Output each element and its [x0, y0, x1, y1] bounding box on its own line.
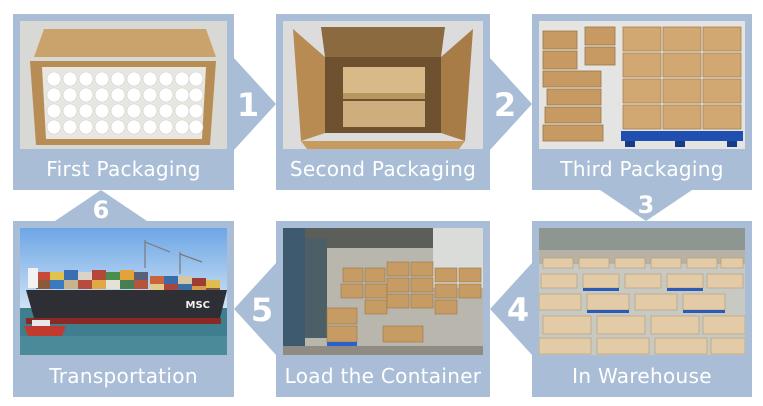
arrow-step-4: 4 [490, 263, 532, 355]
arrow-step-6: 6 [55, 190, 147, 221]
step-label: Transportation [49, 364, 198, 388]
step-label: In Warehouse [572, 364, 712, 388]
third-packaging-photo [539, 21, 745, 149]
step-label: First Packaging [46, 157, 201, 181]
step-number-4: 4 [507, 291, 529, 329]
step-number-3: 3 [638, 191, 655, 219]
step-third-packaging: Third Packaging [532, 14, 752, 190]
arrow-step-2: 2 [490, 58, 532, 150]
step-number-2: 2 [494, 86, 516, 124]
step-transportation: MSC Transportation [13, 221, 234, 397]
step-second-packaging: Second Packaging [276, 14, 490, 190]
step-in-warehouse: In Warehouse [532, 221, 752, 397]
ship-marking: MSC [186, 300, 211, 311]
first-packaging-photo [20, 21, 227, 149]
arrow-step-3: 3 [600, 190, 692, 221]
transportation-photo: MSC [20, 228, 227, 355]
step-label: Third Packaging [560, 157, 724, 181]
load-container-photo [283, 228, 483, 355]
step-load-the-container: Load the Container [276, 221, 490, 397]
step-number-6: 6 [93, 196, 110, 221]
step-number-1: 1 [237, 86, 259, 124]
in-warehouse-photo [539, 228, 745, 355]
step-first-packaging: First Packaging [13, 14, 234, 190]
step-number-5: 5 [251, 291, 273, 329]
step-label: Second Packaging [289, 157, 477, 181]
arrow-step-5: 5 [234, 263, 276, 355]
step-label: Load the Container [284, 364, 482, 388]
second-packaging-photo [283, 21, 483, 149]
arrow-step-1: 1 [234, 58, 276, 150]
